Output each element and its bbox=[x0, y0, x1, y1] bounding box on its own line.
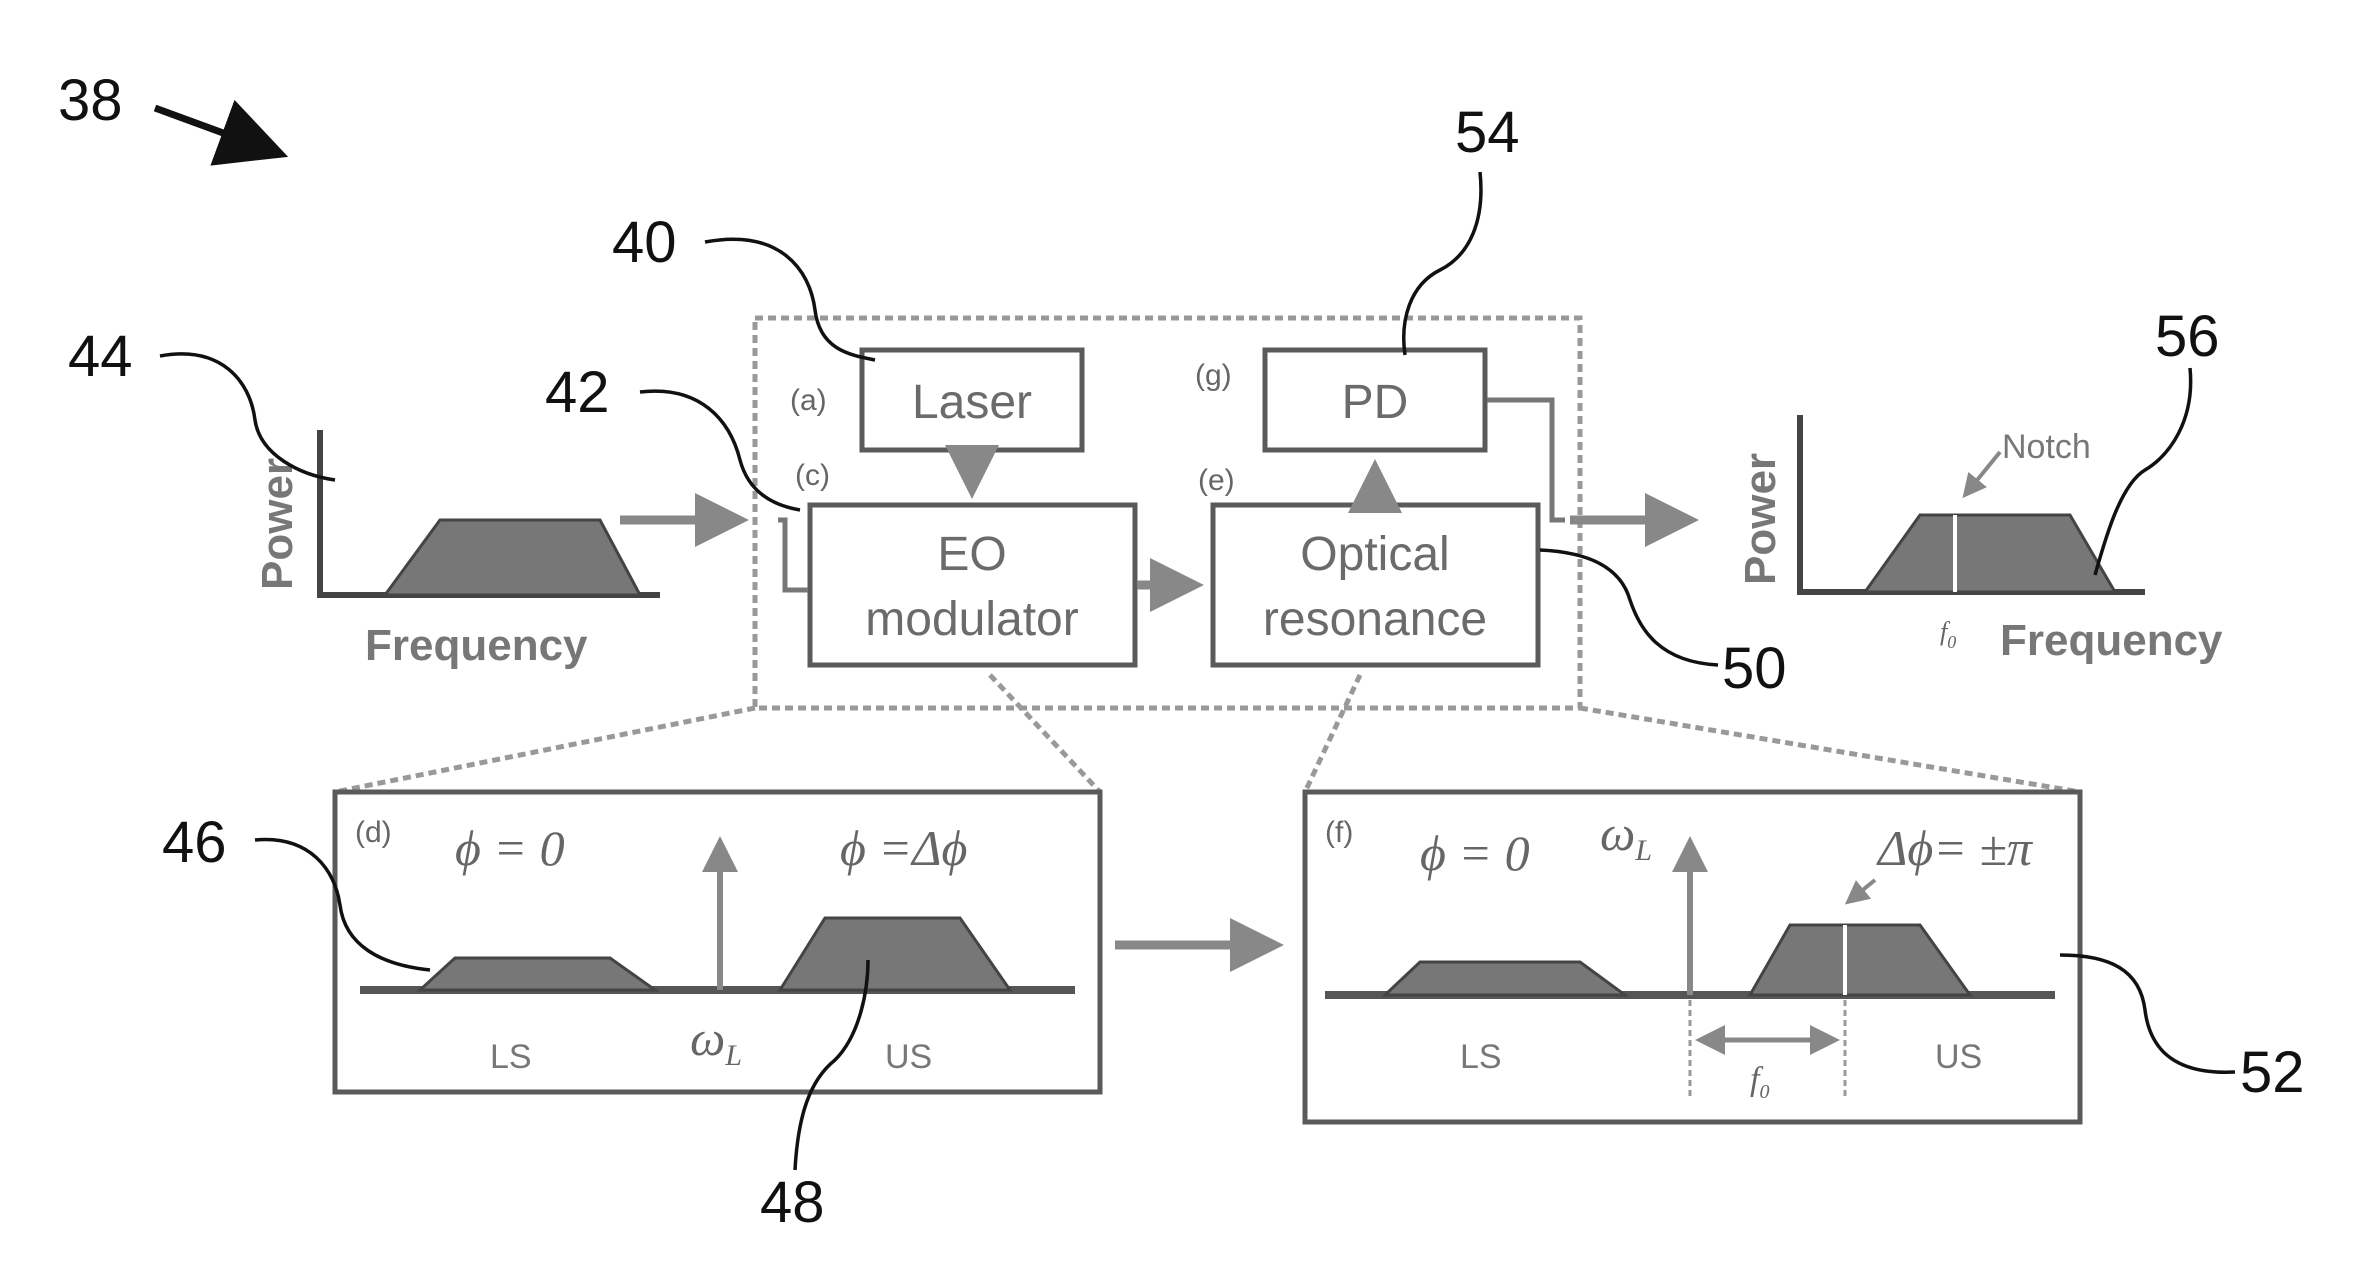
laser-tag: (a) bbox=[790, 384, 827, 417]
panel-f-us: US bbox=[1935, 1038, 1982, 1076]
output-xlabel: Frequency bbox=[2000, 616, 2223, 665]
ref-56: 56 bbox=[2155, 304, 2220, 369]
panel-f-phi-left: ϕ = 0 bbox=[1420, 825, 1530, 881]
eo-tag: (c) bbox=[795, 459, 830, 492]
ref-54: 54 bbox=[1455, 100, 1520, 165]
ref-38-arrow bbox=[155, 108, 275, 152]
output-ylabel: Power bbox=[1736, 453, 1785, 585]
optical-line2: resonance bbox=[1263, 593, 1487, 646]
eo-modulator-block: EO modulator bbox=[810, 505, 1135, 665]
leader-54 bbox=[1404, 172, 1481, 355]
ref-52: 52 bbox=[2240, 1040, 2305, 1105]
laser-block: Laser bbox=[862, 350, 1082, 450]
leader-44 bbox=[160, 354, 335, 480]
ref-44: 44 bbox=[68, 324, 133, 389]
ref-50: 50 bbox=[1722, 636, 1787, 701]
panel-d-us: US bbox=[885, 1038, 932, 1076]
notch-label: Notch bbox=[2002, 428, 2091, 466]
panel-d-phi-left: ϕ = 0 bbox=[455, 820, 565, 876]
pd-label: PD bbox=[1342, 376, 1409, 429]
panel-f-ls: LS bbox=[1460, 1038, 1502, 1076]
panel-f-tag: (f) bbox=[1325, 816, 1353, 849]
output-f0: f0 bbox=[1940, 617, 1956, 652]
ref-40: 40 bbox=[612, 210, 677, 275]
optical-line1: Optical bbox=[1300, 528, 1449, 581]
panel-d-tag: (d) bbox=[355, 816, 392, 849]
ref-46: 46 bbox=[162, 810, 227, 875]
output-spectrum-plot bbox=[1800, 415, 2145, 592]
zoom-line-eo-right bbox=[990, 675, 1100, 792]
input-spectrum-plot bbox=[320, 430, 660, 595]
notch-arrow bbox=[1965, 452, 2000, 495]
pd-tag: (g) bbox=[1195, 359, 1232, 392]
input-ylabel: Power bbox=[253, 458, 302, 590]
panel-d-phi-right: ϕ =Δϕ bbox=[840, 820, 967, 876]
leader-42 bbox=[640, 391, 800, 510]
pd-block: PD bbox=[1265, 350, 1485, 450]
ref-38: 38 bbox=[58, 68, 123, 133]
zoom-line-opt-right bbox=[1580, 708, 2080, 792]
pd-output-bracket bbox=[1487, 400, 1565, 520]
eo-line1: EO bbox=[937, 528, 1006, 581]
optical-tag: (e) bbox=[1198, 464, 1235, 497]
panel-f-phi-right: Δϕ= ±π bbox=[1876, 820, 2034, 876]
leader-52 bbox=[2060, 955, 2235, 1072]
zoom-line-opt-left bbox=[1305, 675, 1360, 792]
laser-label: Laser bbox=[912, 376, 1032, 429]
panel-d-ls: LS bbox=[490, 1038, 532, 1076]
eo-line2: modulator bbox=[865, 593, 1078, 646]
leader-50 bbox=[1540, 550, 1718, 665]
leader-56 bbox=[2095, 368, 2191, 575]
zoom-line-eo-left bbox=[335, 708, 755, 792]
leader-40 bbox=[705, 239, 875, 360]
ref-48: 48 bbox=[760, 1170, 825, 1235]
ref-42: 42 bbox=[545, 360, 610, 425]
rf-input-bracket bbox=[778, 520, 808, 590]
optical-resonance-block: Optical resonance bbox=[1213, 505, 1538, 665]
input-xlabel: Frequency bbox=[365, 621, 588, 670]
